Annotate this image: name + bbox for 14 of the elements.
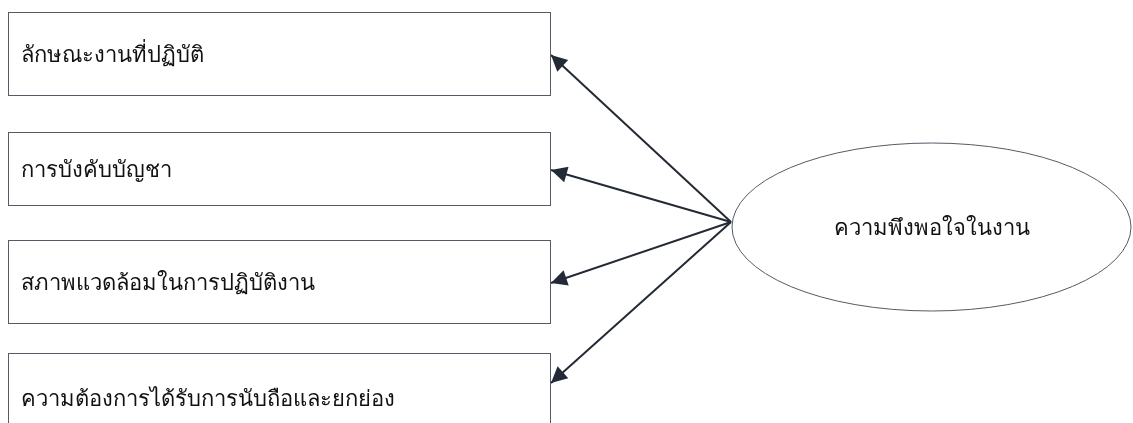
node-label: สภาพแวดล้อมในการปฏิบัติงาน <box>21 268 315 297</box>
arrow <box>550 166 732 223</box>
node-label: ความพึงพอใจในงาน <box>833 213 1030 242</box>
factor-box <box>8 12 551 96</box>
node-label: ความต้องการได้รับการนับถือและยกย่อง <box>21 384 395 413</box>
arrow <box>550 54 732 223</box>
arrow <box>550 221 732 384</box>
factor-box <box>8 132 551 206</box>
arrow <box>550 221 732 286</box>
factor-box <box>8 353 551 423</box>
factor-box <box>8 240 551 324</box>
node-label: การบังคับบัญชา <box>21 155 172 184</box>
node-label: ลักษณะงานที่ปฏิบัติ <box>21 38 204 69</box>
construct-ellipse <box>731 142 1132 312</box>
